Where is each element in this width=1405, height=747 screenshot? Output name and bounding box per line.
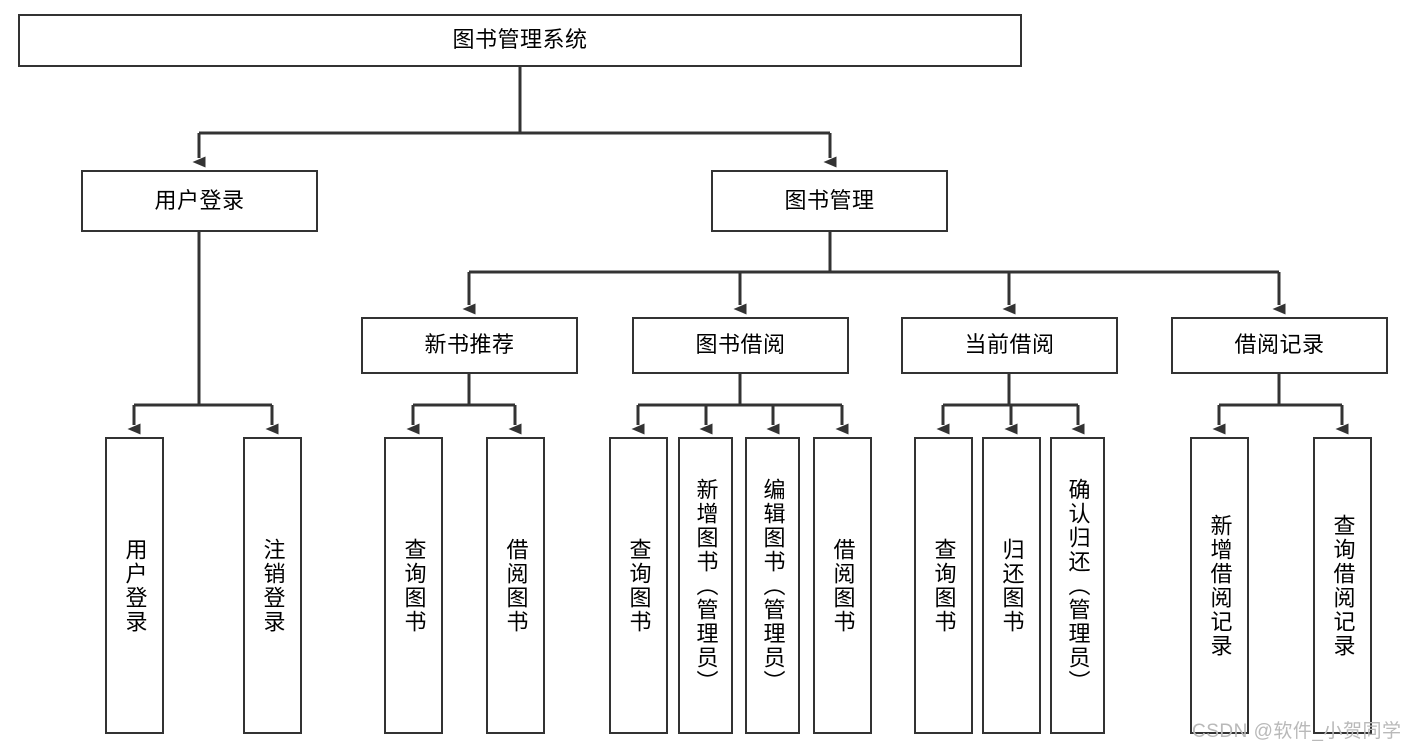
node-label: 新增借阅记录: [1207, 513, 1233, 658]
node-label: 借阅记录: [1234, 332, 1325, 358]
node-label: 借阅图书: [503, 537, 529, 634]
node-label: 用户登录: [154, 187, 245, 213]
node-leaf-query-book-borrow[interactable]: 查询图书: [609, 437, 668, 734]
node-root-system[interactable]: 图书管理系统: [18, 14, 1022, 67]
node-label: 图书管理: [784, 187, 875, 213]
node-leaf-logout[interactable]: 注销登录: [243, 437, 302, 734]
node-book-manage[interactable]: 图书管理: [711, 170, 948, 232]
node-label: 注销登录: [260, 537, 286, 634]
node-leaf-query-borrow-record[interactable]: 查询借阅记录: [1313, 437, 1372, 734]
node-borrow-record[interactable]: 借阅记录: [1171, 317, 1388, 374]
node-leaf-query-book-recommend[interactable]: 查询图书: [384, 437, 443, 734]
node-label: 新增图书（管理员）: [693, 477, 719, 694]
node-label: 确认归还（管理员）: [1065, 477, 1091, 694]
node-label: 归还图书: [999, 537, 1025, 634]
node-book-borrow[interactable]: 图书借阅: [632, 317, 849, 374]
node-label: 用户登录: [122, 537, 148, 634]
node-label: 新书推荐: [424, 332, 515, 358]
node-new-book-recommend[interactable]: 新书推荐: [361, 317, 578, 374]
node-user-login[interactable]: 用户登录: [81, 170, 318, 232]
node-label: 编辑图书（管理员）: [760, 477, 786, 694]
node-leaf-add-borrow-record[interactable]: 新增借阅记录: [1190, 437, 1249, 734]
node-label: 图书借阅: [695, 332, 786, 358]
node-label: 查询图书: [626, 537, 652, 634]
node-leaf-return-book[interactable]: 归还图书: [982, 437, 1041, 734]
node-leaf-user-login[interactable]: 用户登录: [105, 437, 164, 734]
node-leaf-edit-book-admin[interactable]: 编辑图书（管理员）: [745, 437, 800, 734]
node-label: 图书管理系统: [452, 27, 588, 53]
node-label: 查询借阅记录: [1330, 513, 1356, 658]
node-label: 查询图书: [931, 537, 957, 634]
node-current-borrow[interactable]: 当前借阅: [901, 317, 1118, 374]
node-label: 查询图书: [401, 537, 427, 634]
node-leaf-borrow-book-recommend[interactable]: 借阅图书: [486, 437, 545, 734]
node-label: 借阅图书: [830, 537, 856, 634]
node-label: 当前借阅: [964, 332, 1055, 358]
node-leaf-confirm-return-admin[interactable]: 确认归还（管理员）: [1050, 437, 1105, 734]
node-leaf-query-book-current[interactable]: 查询图书: [914, 437, 973, 734]
node-leaf-add-book-admin[interactable]: 新增图书（管理员）: [678, 437, 733, 734]
node-leaf-borrow-book[interactable]: 借阅图书: [813, 437, 872, 734]
